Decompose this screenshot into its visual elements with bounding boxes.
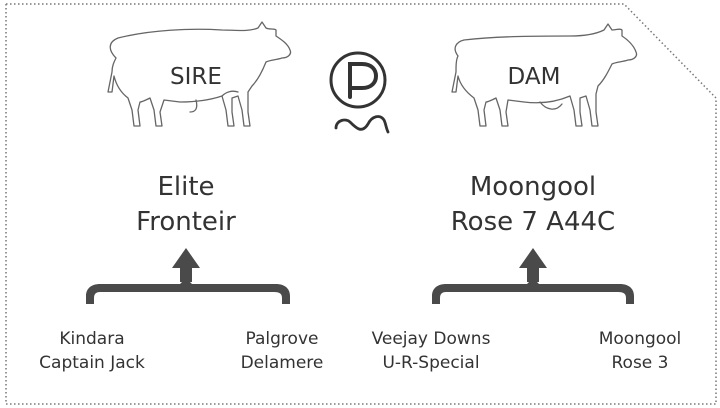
sire-ancestor-2: Palgrove Delamere — [224, 327, 340, 375]
dotted-border — [5, 3, 717, 405]
sire-ancestor-1-line2: Captain Jack — [39, 353, 145, 373]
sire-name-line1: Elite — [157, 172, 215, 202]
dam-brace — [432, 248, 634, 304]
dam-ancestor-2-line2: Rose 3 — [611, 353, 669, 373]
sire-name-line2: Fronteir — [136, 207, 236, 237]
dam-label: DAM — [507, 64, 561, 90]
sire-ancestor-1-line1: Kindara — [59, 329, 125, 349]
dam-cow-icon — [451, 23, 638, 127]
dam-ancestor-1-line1: Veejay Downs — [371, 329, 491, 349]
sire-ancestor-1: Kindara Captain Jack — [22, 327, 162, 375]
dam-ancestor-2-line1: Moongool — [598, 329, 682, 349]
dam-name-line1: Moongool — [469, 172, 597, 202]
sire-bull-icon — [107, 21, 292, 127]
sire-label: SIRE — [170, 64, 222, 90]
dam-ancestor-1-line2: U-R-Special — [382, 353, 480, 373]
sire-ancestor-2-line1: Palgrove — [245, 329, 319, 349]
dam-name-line2: Rose 7 A44C — [450, 207, 616, 237]
dam-ancestor-1: Veejay Downs U-R-Special — [356, 327, 506, 375]
sire-ancestor-2-line2: Delamere — [240, 353, 324, 373]
sire-brace — [86, 248, 290, 304]
dam-ancestor-2: Moongool Rose 3 — [578, 327, 702, 375]
polled-p-logo — [329, 51, 390, 134]
sire-name: Elite Fronteir — [116, 170, 256, 240]
dam-name: Moongool Rose 7 A44C — [443, 170, 623, 240]
